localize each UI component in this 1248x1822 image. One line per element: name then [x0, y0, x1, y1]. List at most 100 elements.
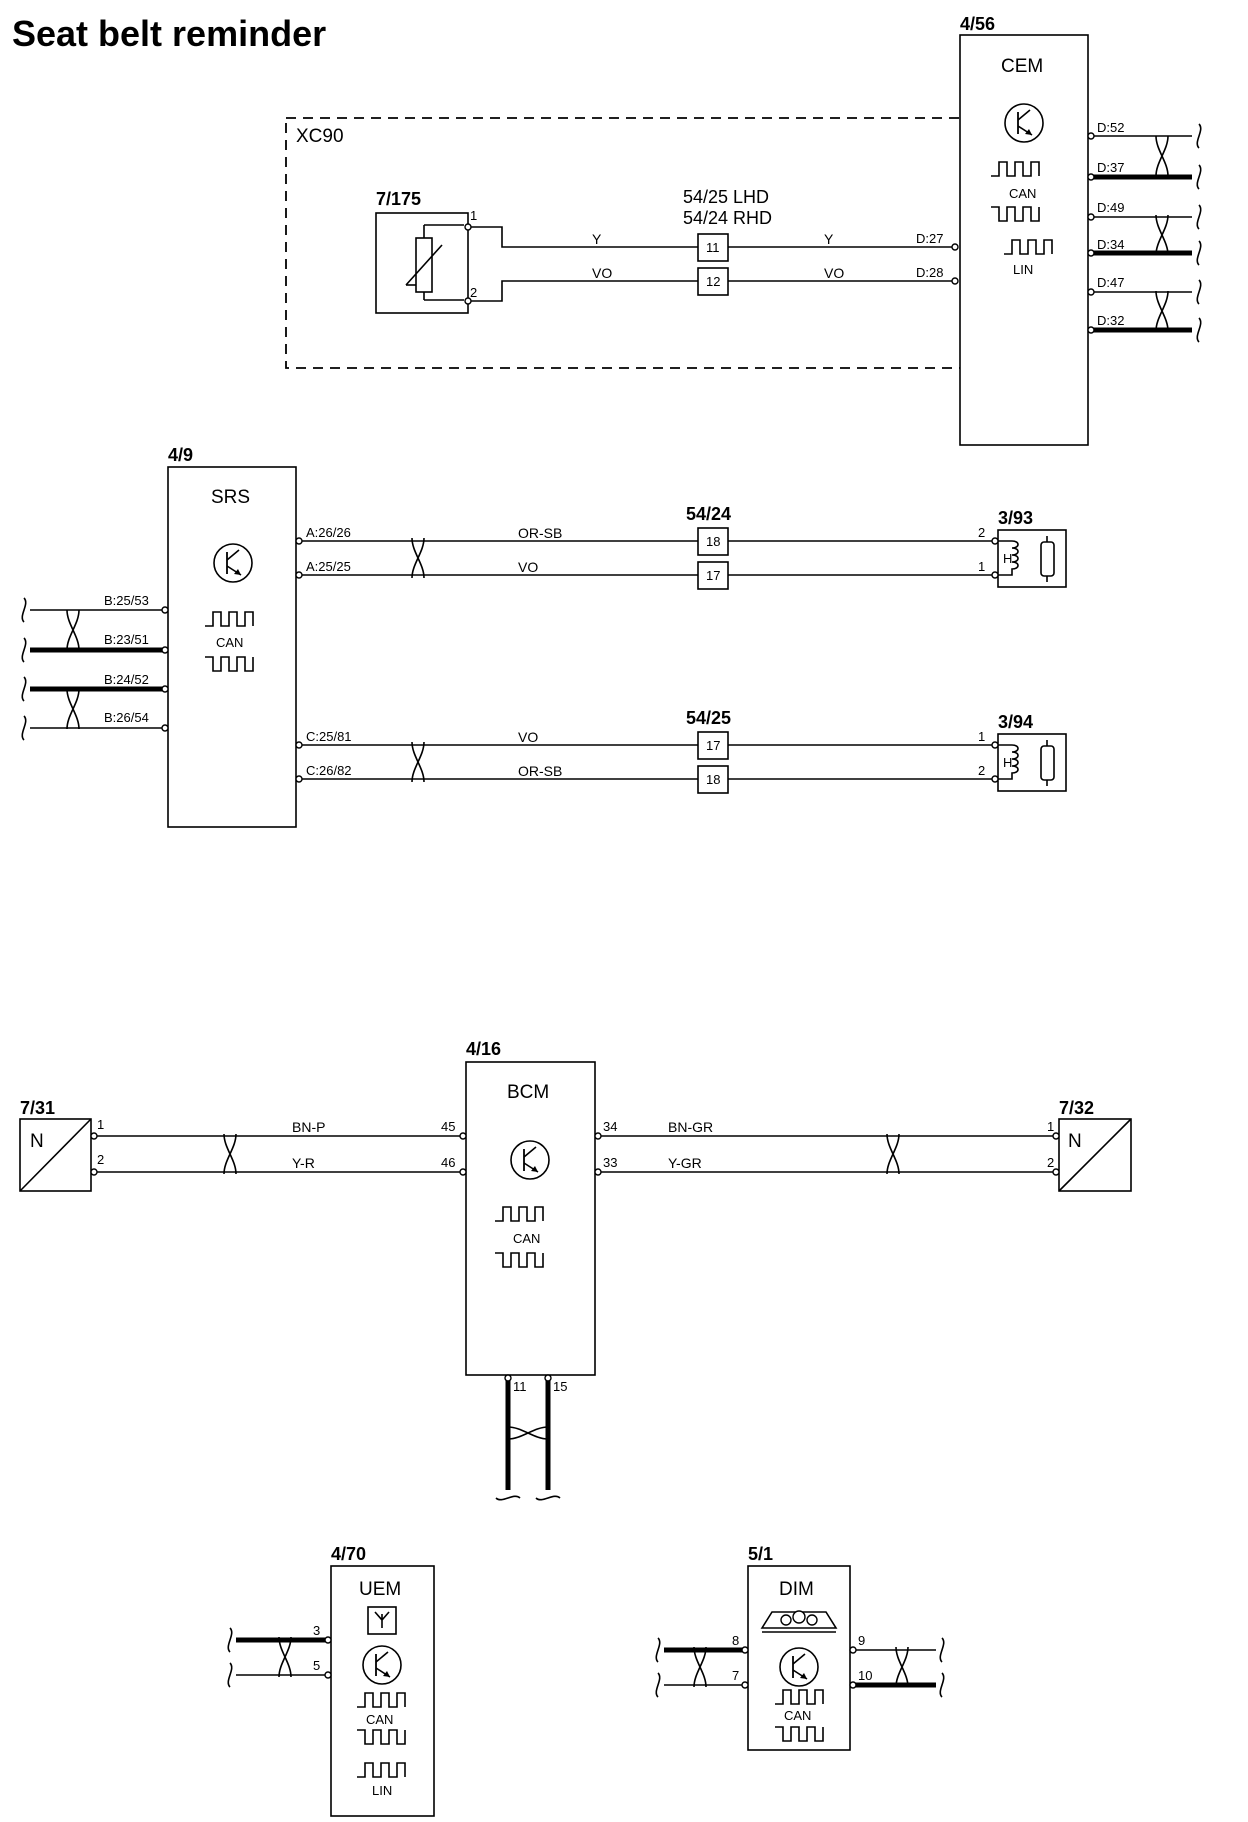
hall-sensor-icon [998, 536, 1055, 582]
connector-label-lhd: 54/25 LHD [683, 187, 769, 207]
srs-pin-a2626: A:26/26 [306, 525, 351, 540]
square-wave-icon [774, 1689, 824, 1705]
bcm-pin-33: 33 [603, 1155, 617, 1170]
sensor-7175-pin-1: 1 [470, 208, 477, 223]
resistor-icon [405, 224, 464, 301]
dim-bus-lines [655, 1637, 945, 1698]
bcm-pin-11: 11 [513, 1379, 527, 1394]
dim-id: 5/1 [748, 1544, 773, 1564]
wire-label-vo-c: VO [518, 729, 538, 745]
transistor-icon [779, 1647, 819, 1687]
srs-pin-c2682: C:26/82 [306, 763, 352, 778]
dim-pin-10: 10 [858, 1668, 872, 1683]
srs-can-label: CAN [216, 635, 243, 650]
cem-pin-d34: D:34 [1097, 237, 1124, 252]
connector-pin-12-label: 12 [706, 274, 720, 289]
square-wave-icon [774, 1726, 824, 1742]
twist-icon [411, 741, 425, 783]
srs-bus-lines [21, 597, 169, 741]
connector-5424-id: 54/24 [686, 504, 731, 524]
uem-module [330, 1565, 435, 1817]
uem-pin-5: 5 [313, 1658, 320, 1673]
bcm-pin-46: 46 [441, 1155, 455, 1170]
sensor-394-pin-1: 1 [978, 729, 985, 744]
srs-module [167, 466, 297, 828]
cem-pin-d52: D:52 [1097, 120, 1124, 135]
cem-pin-d32: D:32 [1097, 313, 1124, 328]
connector-pin-12 [697, 267, 729, 296]
instrument-cluster-icon [760, 1610, 838, 1633]
dim-can-label: CAN [784, 1708, 811, 1723]
srs-id: 4/9 [168, 445, 193, 465]
bcm-name: BCM [507, 1082, 549, 1103]
bcm-pin-15: 15 [553, 1379, 567, 1394]
srs-pin-c2581: C:25/81 [306, 729, 352, 744]
connector-pin-17-label: 17 [706, 568, 720, 583]
connector-pin-11 [697, 233, 729, 262]
sensor-731-pin-2: 2 [97, 1152, 104, 1167]
cem-bus-lines [1087, 123, 1202, 343]
srs-pin-b2553: B:25/53 [104, 593, 149, 608]
twist-icon [886, 1133, 900, 1175]
sensor-731-pin-1: 1 [97, 1117, 104, 1132]
connector-label-rhd: 54/24 RHD [683, 208, 772, 228]
dim-pin-7: 7 [732, 1668, 739, 1683]
srs-pin-b2452: B:24/52 [104, 672, 149, 687]
connector-pin-18 [697, 527, 729, 556]
uem-id: 4/70 [331, 1544, 366, 1564]
sensor-394-pin-2: 2 [978, 763, 985, 778]
cem-can-label: CAN [1009, 186, 1036, 201]
wire-vo-1 [471, 280, 952, 302]
connector-pin-17b-label: 17 [706, 738, 720, 753]
twist-icon [411, 537, 425, 579]
square-wave-icon [494, 1206, 544, 1222]
cem-pin-d28: D:28 [916, 265, 943, 280]
twist-icon [223, 1133, 237, 1175]
uem-name: UEM [359, 1579, 401, 1600]
wire-label-bn-p: BN-P [292, 1119, 325, 1135]
sensor-7175-box [375, 212, 469, 314]
srs-pin-a2525: A:25/25 [306, 559, 351, 574]
connector-5425-id: 54/25 [686, 708, 731, 728]
bcm-id: 4/16 [466, 1039, 501, 1059]
xc90-label: XC90 [296, 126, 344, 147]
srs-pin-b2654: B:26/54 [104, 710, 149, 725]
cem-pin-d27: D:27 [916, 231, 943, 246]
antenna-icon [367, 1606, 397, 1635]
wire-label-y-left: Y [592, 231, 602, 247]
sensor-7175-id: 7/175 [376, 189, 421, 209]
page-title: Seat belt reminder [12, 13, 326, 54]
uem-can-label: CAN [366, 1712, 393, 1727]
transistor-icon [213, 543, 253, 583]
sensor-393-symbol: H [1003, 551, 1012, 566]
bcm-bus-lines [495, 1374, 561, 1501]
sensor-393-id: 3/93 [998, 508, 1033, 528]
bcm-pin-34: 34 [603, 1119, 617, 1134]
connector-pin-18b [697, 765, 729, 794]
wire-label-vo-right: VO [824, 265, 844, 281]
dim-pin-9: 9 [858, 1633, 865, 1648]
connector-pin-18b-label: 18 [706, 772, 720, 787]
wire-label-or-sb-a: OR-SB [518, 525, 562, 541]
square-wave-icon [356, 1729, 406, 1745]
sensor-732-id: 7/32 [1059, 1098, 1094, 1118]
bcm-can-label: CAN [513, 1231, 540, 1246]
square-wave-icon [494, 1252, 544, 1268]
connector-pin-18-label: 18 [706, 534, 720, 549]
sensor-393-pin-2: 2 [978, 525, 985, 540]
srs-name: SRS [211, 487, 250, 508]
wire-label-vo-left: VO [592, 265, 612, 281]
uem-lin-label: LIN [372, 1783, 392, 1798]
bcm-pin-45: 45 [441, 1119, 455, 1134]
uem-bus-lines [227, 1627, 332, 1688]
dim-name: DIM [779, 1579, 814, 1600]
hall-sensor-icon [998, 740, 1055, 786]
wire-label-y-right: Y [824, 231, 834, 247]
transistor-icon [1004, 103, 1044, 143]
sensor-732-symbol: N [1068, 1131, 1082, 1152]
sensor-394-id: 3/94 [998, 712, 1033, 732]
uem-pin-3: 3 [313, 1623, 320, 1638]
cem-lin-label: LIN [1013, 262, 1033, 277]
dim-pin-8: 8 [732, 1633, 739, 1648]
sensor-393-pin-1: 1 [978, 559, 985, 574]
